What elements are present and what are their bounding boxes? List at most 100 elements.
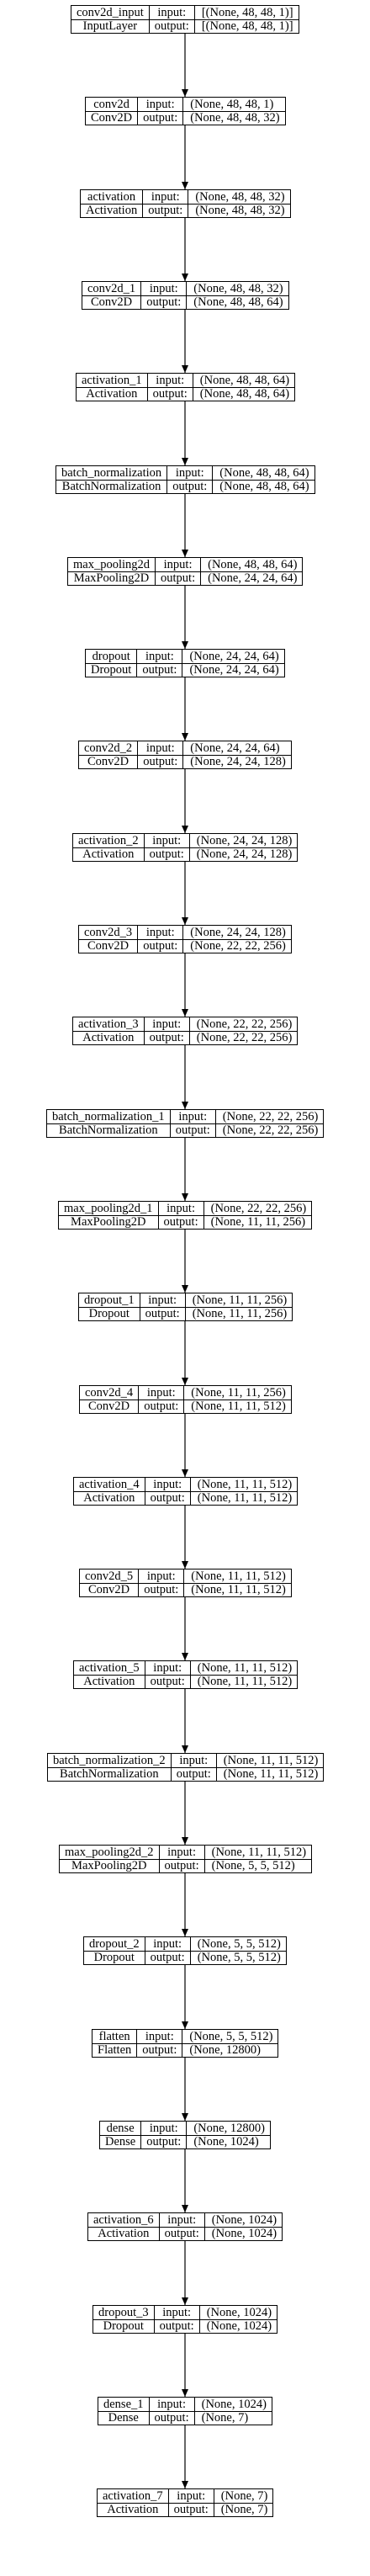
input-label: input: [146,1569,176,1583]
output-shape: (None, 1024) [204,2226,283,2241]
io-label-cell: input: output: [169,1110,215,1137]
io-label-cell: input: output: [137,925,183,953]
layer-name: dense [106,2121,135,2135]
io-label-cell: input: output: [143,834,189,862]
input-label: input: [153,1477,182,1491]
layer-node-activation_3: activation_3 Activation input: output: (… [72,1017,299,1045]
shape-cell: (None, 11, 11, 512) (None, 11, 11, 512) [189,1661,298,1688]
layer-type: Conv2D [82,295,141,310]
layer-name: dropout_3 [98,2305,149,2319]
layer-name: conv2d_2 [84,741,133,755]
output-label: output: [147,386,193,401]
input-label: input: [145,925,175,939]
layer-node-dense_1: dense_1 Dense input: output: (None, 1024… [98,2397,272,2425]
layer-type: Activation [98,2502,168,2517]
shape-cell: (None, 22, 22, 256) (None, 11, 11, 256) [203,1201,312,1229]
input-shape: (None, 11, 11, 512) [197,1477,293,1491]
io-label-cell: input: output: [140,2121,187,2148]
layer-name: max_pooling2d_1 [64,1201,153,1215]
io-label-cell: input: output: [136,650,182,677]
layer-type: BatchNormalization [56,479,167,494]
layer-type: Activation [88,2226,159,2241]
input-shape: (None, 12800) [193,2121,265,2135]
input-label: input: [156,373,185,387]
output-shape: (None, 5, 5, 512) [190,1950,286,1965]
layer-name-cell: activation_2 Activation [73,834,144,861]
input-shape: (None, 22, 22, 256) [196,1017,293,1031]
output-shape: (None, 7) [194,2410,272,2425]
output-label: output: [168,2502,214,2517]
layer-type: BatchNormalization [48,1766,171,1782]
shape-cell: (None, 24, 24, 128) (None, 22, 22, 256) [182,926,291,953]
output-shape: (None, 48, 48, 64) [213,479,314,494]
input-shape: (None, 24, 24, 128) [196,833,293,847]
layer-node-batch_normalization_1: batch_normalization_1 BatchNormalization… [46,1109,325,1138]
layer-name-cell: conv2d_3 Conv2D [79,925,138,953]
layer-name-cell: max_pooling2d MaxPooling2D [68,558,156,586]
layer-type: MaxPooling2D [68,571,156,586]
io-label-cell: input: output: [158,2213,204,2241]
layer-name: conv2d_5 [85,1569,134,1583]
io-label-cell: input: output: [146,373,193,401]
layer-type: Conv2D [80,1582,139,1597]
io-label-cell: input: output: [158,1846,204,1873]
input-label: input: [149,2121,178,2135]
shape-cell: (None, 5, 5, 512) (None, 12800) [182,2030,278,2057]
layer-node-dropout_3: dropout_3 Dropout input: output: (None, … [92,2305,278,2334]
input-shape: (None, 24, 24, 64) [190,741,280,755]
shape-cell: (None, 11, 11, 512) (None, 11, 11, 512) [215,1754,324,1782]
output-label: output: [144,847,189,862]
input-shape: (None, 22, 22, 256) [210,1201,307,1215]
output-shape: (None, 48, 48, 32) [183,110,285,125]
layer-name-cell: batch_normalization BatchNormalization [56,466,167,494]
shape-cell: (None, 7) (None, 7) [213,2489,273,2516]
layer-name-cell: flatten Flatten [92,2030,137,2057]
layer-name-cell: conv2d_5 Conv2D [80,1569,139,1597]
shape-cell: (None, 11, 11, 256) (None, 11, 11, 512) [183,1386,291,1413]
output-label: output: [143,203,188,218]
output-shape: (None, 48, 48, 64) [187,295,288,310]
layer-type: Dense [98,2410,149,2425]
output-label: output: [171,1766,216,1782]
input-shape: (None, 5, 5, 512) [197,1936,281,1951]
layer-node-conv2d_2: conv2d_2 Conv2D input: output: (None, 24… [78,741,292,769]
layer-type: MaxPooling2D [59,1214,158,1230]
layer-name: activation_7 [103,2488,163,2503]
input-label: input: [175,465,204,480]
layer-name: conv2d_3 [84,925,133,939]
io-label-cell: input: output: [144,1477,190,1505]
io-label-cell: input: output: [136,2030,182,2057]
layer-name: activation_6 [93,2212,154,2227]
output-shape: (None, 11, 11, 512) [216,1766,324,1782]
layer-node-activation_6: activation_6 Activation input: output: (… [87,2212,283,2241]
io-label-cell: input: output: [157,1201,204,1229]
input-shape: (None, 1024) [201,2397,267,2411]
layer-name-cell: conv2d_4 Conv2D [80,1386,139,1414]
output-shape: (None, 5, 5, 512) [204,1858,312,1873]
input-shape: (None, 1024) [211,2212,278,2227]
shape-cell: (None, 48, 48, 64) (None, 24, 24, 64) [200,558,303,585]
io-label-cell: input: output: [148,2397,194,2425]
layer-node-batch_normalization: batch_normalization BatchNormalization i… [56,465,315,494]
input-label: input: [157,2397,186,2411]
input-shape: (None, 11, 11, 256) [191,1385,286,1400]
input-label: input: [166,1201,195,1215]
input-shape: (None, 24, 24, 128) [190,925,286,939]
shape-cell: (None, 22, 22, 256) (None, 22, 22, 256) [188,1017,298,1044]
layer-name-cell: activation_4 Activation [74,1478,145,1505]
layer-name: activation_3 [78,1017,139,1031]
output-label: output: [159,1858,204,1873]
layer-node-activation_4: activation_4 Activation input: output: (… [73,1477,299,1506]
output-label: output: [159,2226,204,2241]
layer-name: activation_5 [79,1660,140,1675]
io-label-cell: input: output: [148,6,194,33]
layer-name: activation_4 [79,1477,140,1491]
output-shape: (None, 24, 24, 64) [182,662,284,677]
input-label: input: [177,2488,206,2503]
shape-cell: (None, 24, 24, 128) (None, 24, 24, 128) [188,833,298,861]
layer-type: Conv2D [80,1399,139,1414]
layer-node-dropout: dropout Dropout input: output: (None, 24… [85,649,285,677]
layer-name: activation_2 [78,833,139,847]
input-label: input: [145,649,174,663]
